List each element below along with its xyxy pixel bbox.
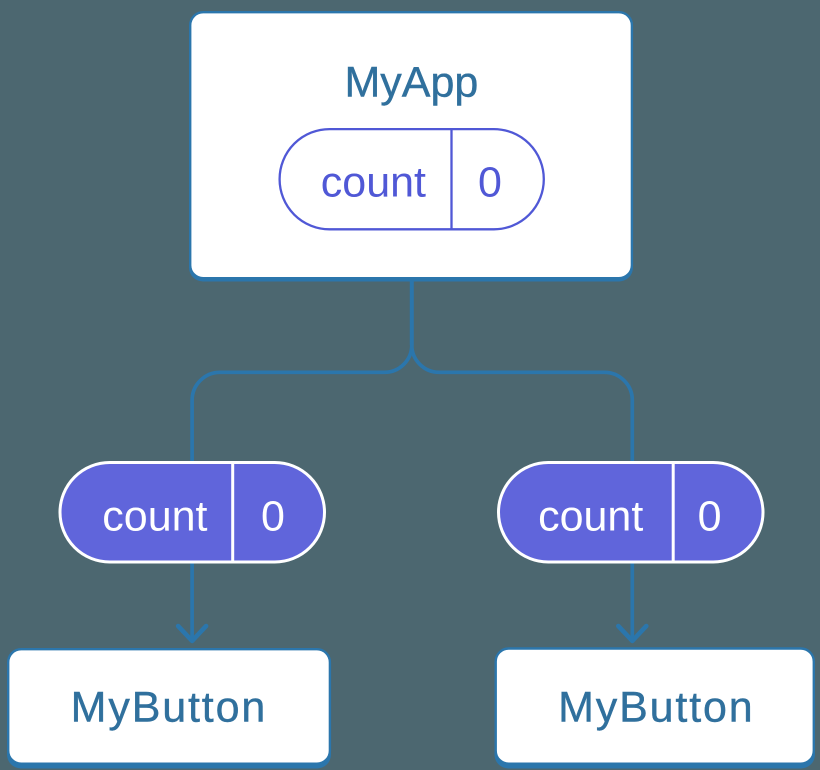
- svg-text:count: count: [538, 492, 643, 540]
- svg-text:count: count: [321, 158, 426, 206]
- svg-text:MyButton: MyButton: [71, 684, 267, 732]
- svg-text:MyApp: MyApp: [344, 59, 478, 107]
- svg-text:count: count: [102, 492, 207, 540]
- svg-text:MyButton: MyButton: [558, 684, 754, 732]
- svg-text:0: 0: [698, 492, 722, 540]
- svg-text:0: 0: [261, 492, 285, 540]
- svg-text:0: 0: [478, 158, 502, 206]
